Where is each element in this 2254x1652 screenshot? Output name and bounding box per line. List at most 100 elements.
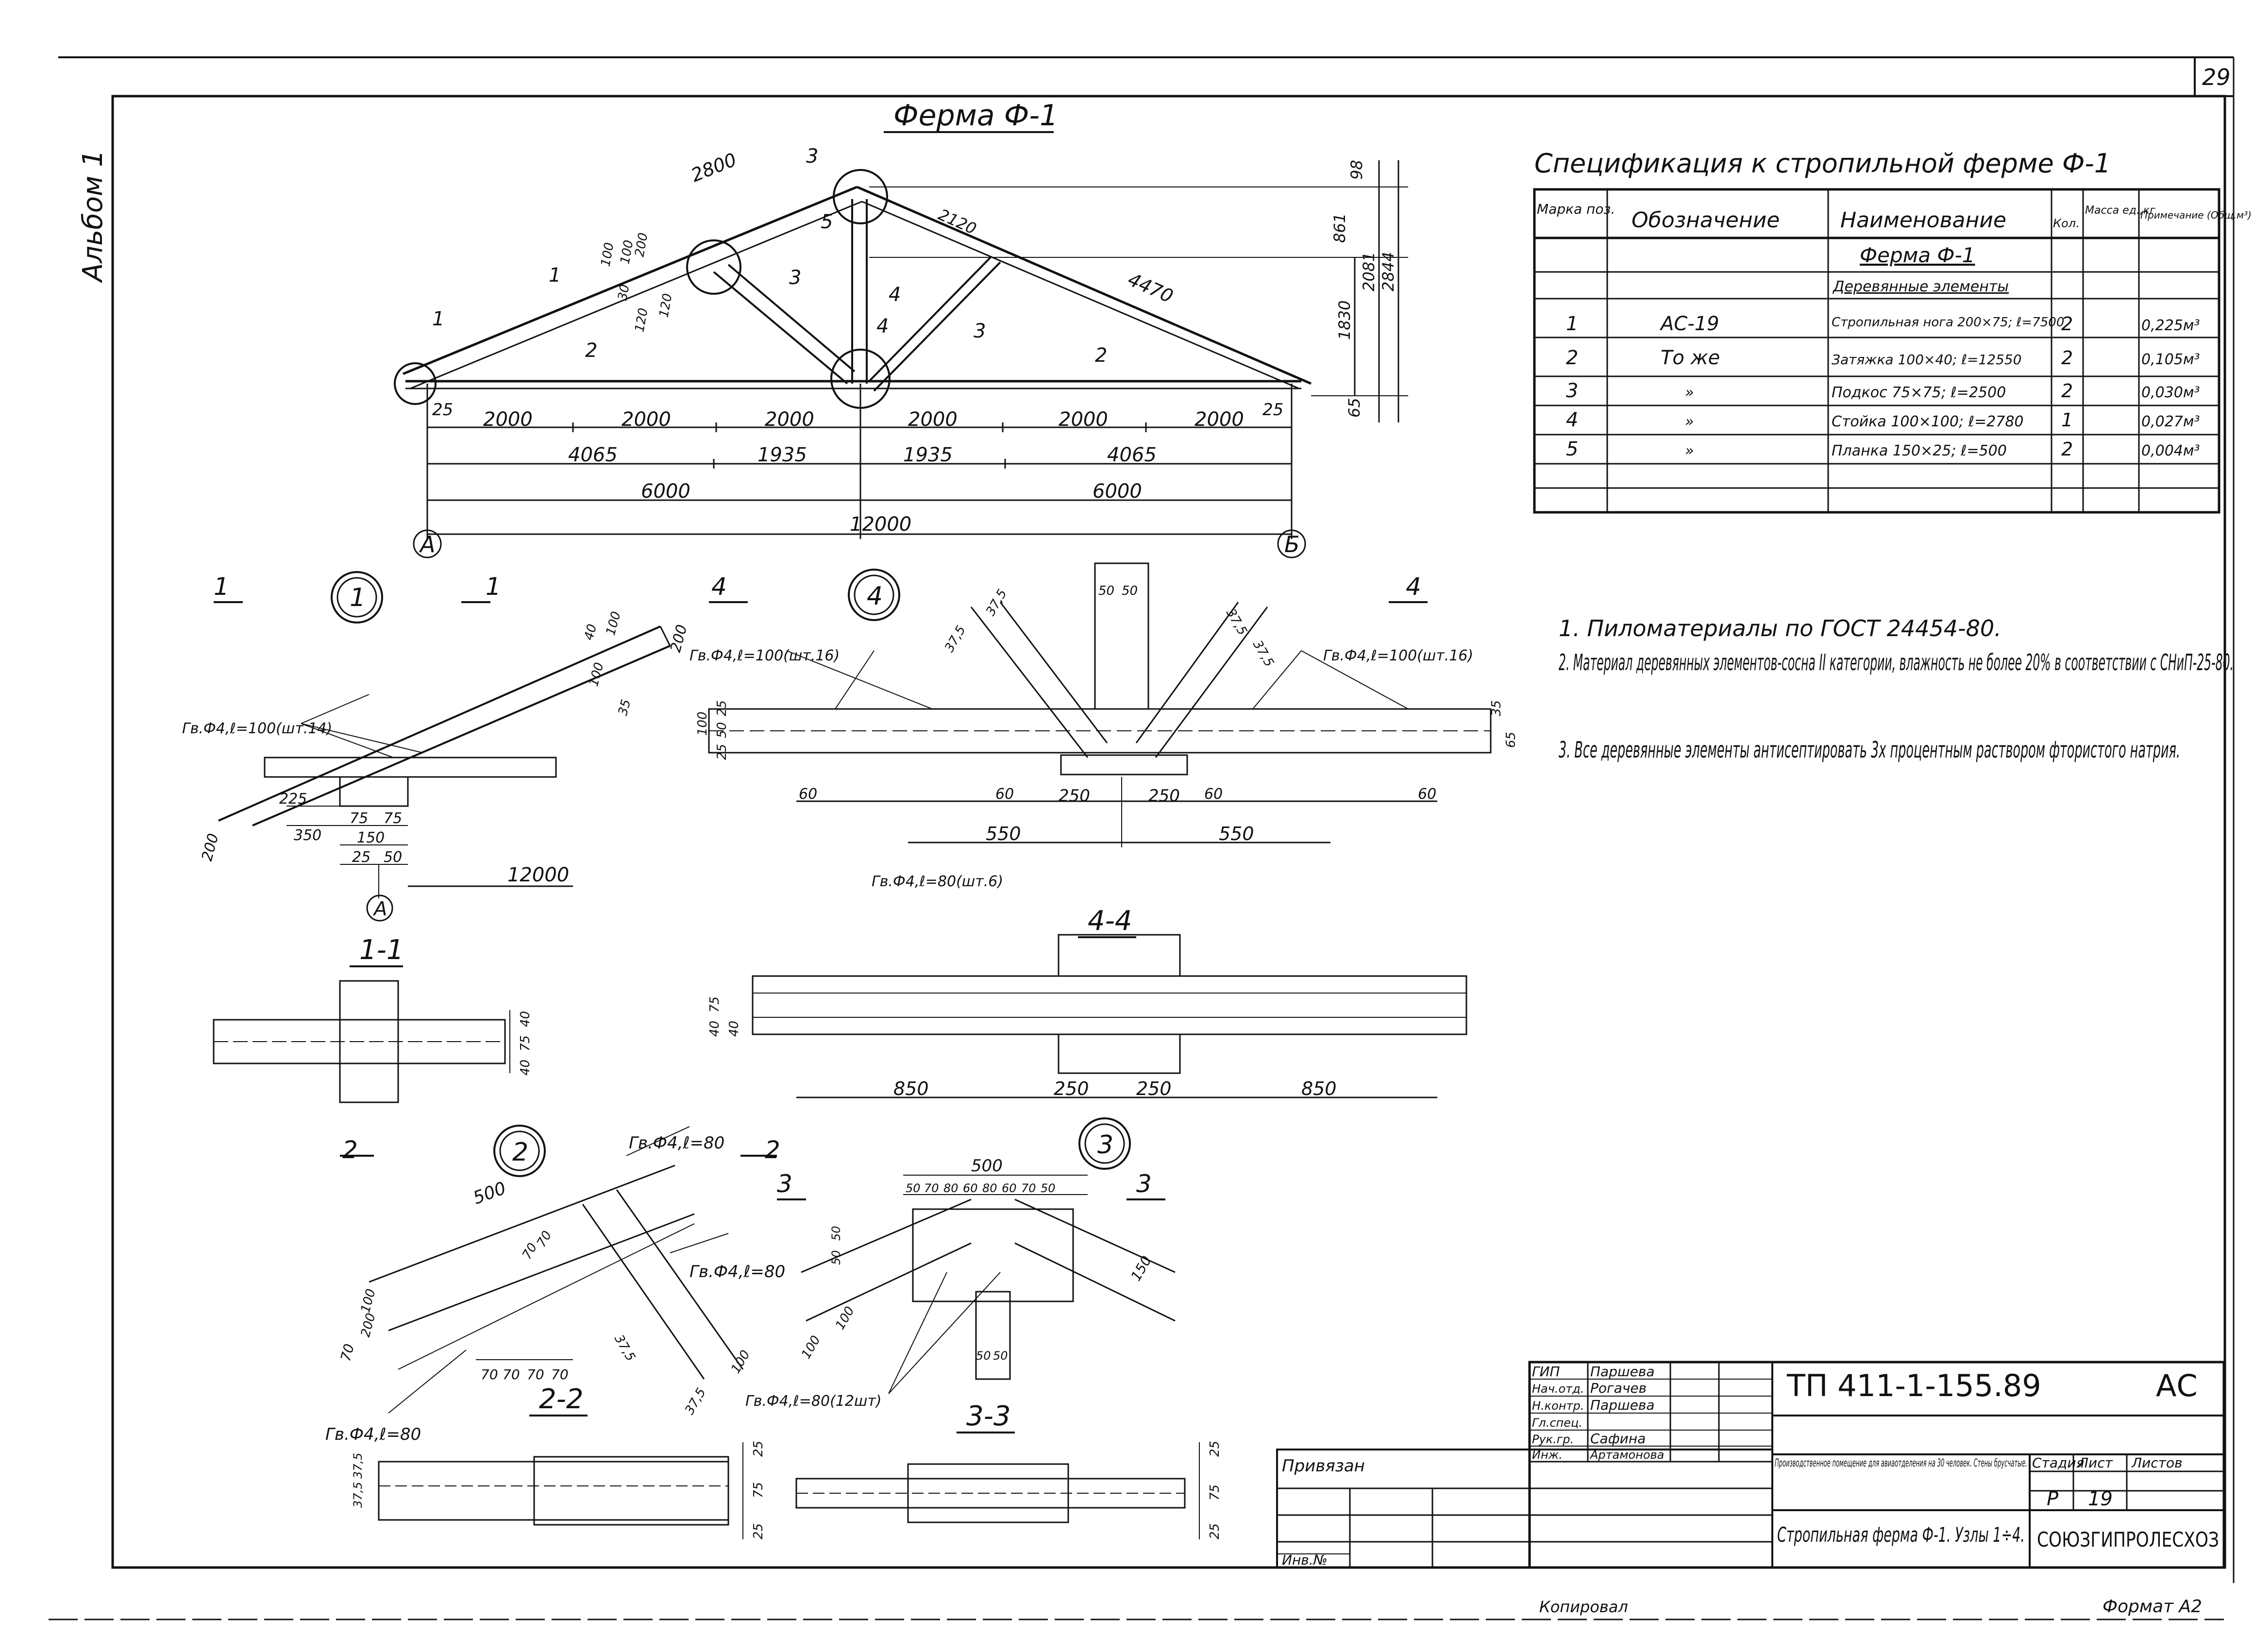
node4-number: 4 bbox=[867, 582, 883, 611]
node2-nail-right: Гв.Ф4,ℓ=80 bbox=[690, 1262, 785, 1281]
node1-dim: 100 bbox=[587, 661, 607, 688]
node2-mark-right: 2 bbox=[765, 1136, 780, 1164]
dim-label: 2844 bbox=[1379, 252, 1397, 291]
stamp-name: Сафина bbox=[1590, 1431, 1646, 1447]
dim-label: 37,5 bbox=[942, 623, 969, 655]
node2-drawing bbox=[340, 1125, 777, 1414]
section-3-3-dim: 25 bbox=[1208, 1441, 1222, 1457]
node1-dim: 150 bbox=[357, 829, 385, 846]
node3-dim: 50 bbox=[993, 1349, 1008, 1363]
spec-cell-code: » bbox=[1685, 442, 1694, 459]
section-2-2-drawing bbox=[378, 1442, 743, 1539]
spec-row-5: 5 » Планка 150×25; ℓ=500 2 0,004м³ bbox=[1566, 438, 2200, 460]
dim-label: 37,5 bbox=[1223, 607, 1250, 638]
copied-label: Копировал bbox=[1539, 1598, 1628, 1616]
dim-label: 80 bbox=[982, 1181, 997, 1195]
spec-cell-pos: 5 bbox=[1566, 438, 1578, 460]
dim-label: 100 bbox=[598, 241, 617, 268]
node2-nail-top: Гв.Ф4,ℓ=80 bbox=[629, 1133, 724, 1153]
spec-cell-name: Стропильная нога 200×75; ℓ=7500 bbox=[1832, 315, 2064, 330]
position-mark: 4 bbox=[876, 315, 889, 337]
spec-row-1: 1 АС-19 Стропильная нога 200×75; ℓ=7500 … bbox=[1566, 313, 2200, 335]
section-4-4-dim: 850 bbox=[1301, 1078, 1337, 1099]
spec-row-4: 4 » Стойка 100×100; ℓ=2780 1 0,027м³ bbox=[1566, 409, 2200, 431]
position-mark: 5 bbox=[821, 211, 833, 233]
node1-dim: 75 bbox=[384, 810, 402, 827]
node1-mark-right: 1 bbox=[486, 573, 501, 601]
dim-label: 2000 bbox=[1194, 408, 1244, 431]
dim-label: 98 bbox=[1347, 160, 1366, 180]
section-4-4-dim: 40 bbox=[727, 1021, 741, 1037]
dim-label: 550 bbox=[986, 823, 1021, 844]
section-2-2-dim: 37,5 bbox=[351, 1453, 365, 1479]
dim-label: 2000 bbox=[622, 408, 671, 431]
node3-dim: 50 bbox=[976, 1349, 991, 1363]
axis-a-label: А bbox=[419, 531, 435, 557]
node2-dim: 200 bbox=[358, 1312, 379, 1339]
node1-mark-left: 1 bbox=[214, 573, 229, 601]
note-2: 2. Материал деревянных элементов-сосна I… bbox=[1559, 649, 2234, 675]
dim-label: 37,5 bbox=[983, 587, 1010, 618]
dim-label: 80 bbox=[943, 1181, 959, 1195]
dim-label: 1935 bbox=[903, 444, 953, 466]
node3-dim: 50 bbox=[829, 1226, 843, 1241]
dim-label: 1935 bbox=[757, 444, 807, 466]
spec-cell-note: 0,225м³ bbox=[2141, 317, 2200, 334]
dim-label: 200 bbox=[632, 232, 651, 258]
node4-section-title: 4-4 bbox=[1088, 905, 1132, 937]
node1-number: 1 bbox=[350, 583, 366, 612]
node3-top-dims: 50 70 80 60 80 60 70 50 bbox=[906, 1181, 1056, 1195]
stamp-name: Артамонова bbox=[1589, 1448, 1664, 1462]
dim-end-25a: 25 bbox=[432, 400, 453, 420]
spec-header-qty: Кол. bbox=[2053, 217, 2080, 230]
dim-label: 2000 bbox=[483, 408, 533, 431]
spec-cell-note: 0,105м³ bbox=[2141, 351, 2200, 368]
spec-cell-name: Подкос 75×75; ℓ=2500 bbox=[1832, 384, 2006, 401]
node1-dim: 100 bbox=[604, 610, 624, 637]
stamp-name: Рогачев bbox=[1590, 1380, 1647, 1396]
spec-cell-note: 0,030м³ bbox=[2141, 384, 2200, 401]
dim-label: 861 bbox=[1330, 213, 1349, 243]
node3-dim: 100 bbox=[799, 1333, 824, 1362]
spec-cell-qty: 2 bbox=[2061, 438, 2073, 460]
dim-label: 100 bbox=[695, 711, 710, 736]
section-3-3-drawing bbox=[795, 1442, 1200, 1539]
spec-cell-code: То же bbox=[1661, 347, 1720, 369]
dim-label: 50 bbox=[1122, 584, 1138, 598]
node1-axis: А bbox=[372, 898, 387, 920]
dim-label: 250 bbox=[1059, 786, 1090, 806]
truss-dim-row1: 2000 2000 2000 2000 2000 2000 bbox=[483, 408, 1244, 431]
dim-label: 60 bbox=[963, 1181, 978, 1195]
node4-drawing bbox=[708, 562, 1492, 847]
section-4-4-dim: 75 bbox=[707, 996, 722, 1012]
truss-position-marks: 1 2 3 4 5 3 4 3 2 1 bbox=[432, 145, 1107, 367]
spec-cell-qty: 2 bbox=[2061, 347, 2073, 369]
dim-label: 4065 bbox=[568, 444, 618, 466]
dim-label: 30 bbox=[615, 283, 632, 302]
node4-nail-bottom: Гв.Ф4,ℓ=80(шт.6) bbox=[872, 873, 1003, 890]
node2-dim: 37,5 bbox=[611, 1332, 638, 1364]
position-mark: 2 bbox=[585, 339, 597, 362]
node2-number: 2 bbox=[512, 1138, 528, 1167]
dim-label: 37,5 bbox=[1250, 638, 1277, 670]
truss-title: Ферма Ф-1 bbox=[893, 99, 1058, 133]
spec-cell-pos: 4 bbox=[1566, 409, 1578, 431]
dim-label: 60 bbox=[1418, 786, 1436, 803]
node1-dim: 40 bbox=[582, 623, 600, 642]
node2-dim: 100 bbox=[728, 1348, 753, 1376]
node2-dim: 100 bbox=[358, 1287, 379, 1315]
dim-label: 1830 bbox=[1335, 301, 1354, 340]
node1-dim: 50 bbox=[384, 849, 402, 866]
node1-dim: 12000 bbox=[507, 864, 569, 886]
note-3: 3. Все деревянные элементы антисептирова… bbox=[1559, 737, 2180, 763]
dim-label: 120 bbox=[656, 292, 675, 319]
node3-mark-right: 3 bbox=[1136, 1170, 1152, 1198]
spec-cell-note: 0,004м³ bbox=[2141, 442, 2200, 459]
node1-nail-label: Гв.Ф4,ℓ=100(шт.14) bbox=[182, 720, 332, 737]
note-1: 1. Пиломатериалы по ГОСТ 24454-80. bbox=[1559, 615, 2002, 641]
stamp-project: Производственное помещение для авиаотдел… bbox=[1775, 1457, 2027, 1469]
section-4-4-dim: 40 bbox=[707, 1021, 722, 1037]
node4-mark-left: 4 bbox=[711, 573, 727, 601]
stamp-sheet-header: Лист bbox=[2078, 1455, 2113, 1471]
